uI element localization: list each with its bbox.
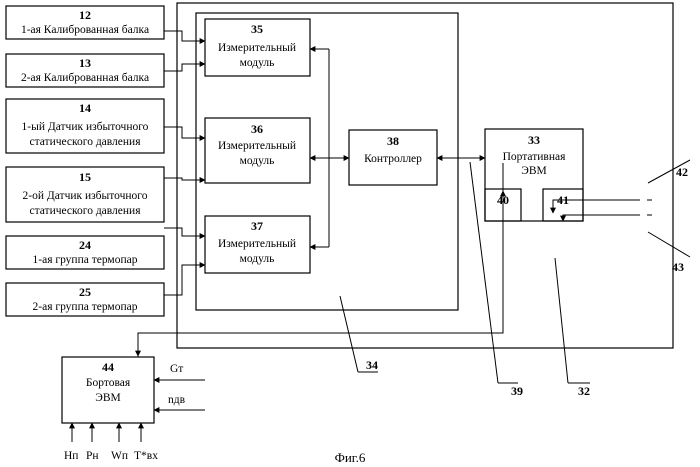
module-label-2: модуль — [240, 57, 275, 69]
source-num: 25 — [79, 285, 91, 299]
module-label: Измерительный — [218, 238, 296, 250]
input-gt: Gт — [170, 363, 183, 375]
figure-caption: Фиг.6 — [335, 450, 366, 465]
module-box-37: 37 Измерительный модуль — [205, 216, 310, 273]
ref-42: 42 — [676, 165, 688, 179]
module-num: 36 — [251, 122, 263, 136]
input-t: T*вх — [134, 450, 158, 462]
source-label: 1-ая Калиброванная балка — [21, 24, 149, 36]
source-label: 2-ая Калиброванная балка — [21, 72, 149, 84]
ref-43: 43 — [672, 260, 684, 274]
outer-frame-32 — [177, 3, 673, 348]
module-box-35: 35 Измерительный модуль — [205, 19, 310, 76]
source-box-25: 25 2-ая группа термопар — [6, 283, 164, 316]
source-num: 12 — [79, 8, 91, 22]
module-num: 37 — [251, 219, 263, 233]
source-box-15: 15 2-ой Датчик избыточного статического … — [6, 167, 164, 222]
module-label: Измерительный — [218, 42, 296, 54]
source-box-12: 12 1-ая Калиброванная балка — [6, 6, 164, 39]
source-label: 1-ый Датчик избыточного — [22, 121, 149, 133]
source-label: 2-ая группа термопар — [33, 301, 138, 313]
source-num: 13 — [79, 56, 91, 70]
input-ndv: nдв — [168, 394, 186, 406]
ref-39: 39 — [511, 384, 523, 398]
onboard-computer-box-44: 44 Бортовая ЭВМ — [62, 357, 154, 423]
module-label-2: модуль — [240, 253, 275, 265]
source-box-14: 14 1-ый Датчик избыточного статического … — [6, 99, 164, 153]
onboard-label-2: ЭВМ — [95, 392, 121, 404]
module-box-36: 36 Измерительный модуль — [205, 118, 310, 183]
port41-links — [553, 160, 690, 257]
module-label-2: модуль — [240, 155, 275, 167]
portable-label-2: ЭВМ — [521, 165, 547, 177]
input-pn: Pн — [86, 450, 99, 462]
input-wn: Wп — [111, 450, 128, 462]
portable-computer-box-33: 33 Портативная ЭВМ 40 41 — [485, 129, 583, 221]
module-num: 35 — [251, 22, 263, 36]
source-box-24: 24 1-ая группа термопар — [6, 236, 164, 269]
source-box-13: 13 2-ая Калиброванная балка — [6, 54, 164, 87]
portable-num: 33 — [528, 133, 540, 147]
module-bus — [310, 49, 349, 247]
controller-num: 38 — [387, 134, 399, 148]
source-num: 24 — [79, 238, 91, 252]
controller-box-38: 38 Контроллер — [349, 130, 437, 185]
controller-label: Контроллер — [364, 153, 422, 165]
ref-34: 34 — [366, 358, 378, 372]
onboard-label: Бортовая — [86, 377, 131, 389]
onboard-num: 44 — [102, 360, 114, 374]
source-label: 2-ой Датчик избыточного — [23, 190, 148, 202]
source-label: 1-ая группа термопар — [33, 254, 138, 266]
source-num: 14 — [79, 101, 91, 115]
reference-leaders — [340, 162, 590, 383]
ref-32: 32 — [578, 384, 590, 398]
source-connectors — [164, 31, 205, 295]
source-label-2: статического давления — [29, 136, 141, 148]
module-label: Измерительный — [218, 140, 296, 152]
input-hn: Hп — [64, 450, 78, 462]
portable-label: Портативная — [503, 151, 566, 163]
port40-onboard-link — [138, 163, 503, 357]
source-label-2: статического давления — [29, 205, 141, 217]
source-num: 15 — [79, 170, 91, 184]
